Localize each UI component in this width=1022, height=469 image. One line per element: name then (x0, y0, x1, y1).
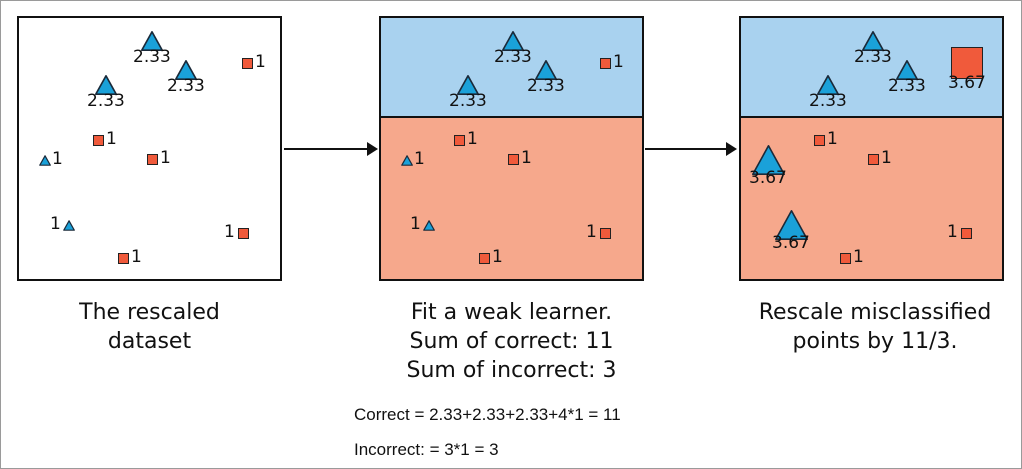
weight-label: 2.33 (87, 91, 125, 111)
square-icon (960, 227, 972, 239)
weight-label: 1 (492, 247, 503, 267)
caption-panel2: Fit a weak learner. Sum of correct: 11 S… (379, 298, 644, 385)
weight-label: 2.33 (133, 47, 171, 67)
correct-calculation: Correct = 2.33+2.33+2.33+4*1 = 11 (354, 405, 621, 424)
triangle-icon (39, 154, 51, 166)
square-icon (599, 57, 611, 69)
arrow-right (284, 142, 378, 156)
triangle-icon (457, 75, 480, 96)
weight-label: 1 (224, 222, 235, 242)
triangle-icon (401, 154, 413, 166)
weight-label: 1 (521, 148, 532, 168)
weight-label: 3.67 (948, 73, 986, 93)
square-icon (453, 134, 465, 146)
caption-line: The rescaled (79, 300, 220, 325)
triangle-icon (63, 219, 75, 231)
square-icon (813, 134, 825, 146)
caption-line: points by 11/3. (792, 329, 958, 354)
triangle-icon (751, 145, 785, 176)
caption-line: Sum of correct: 11 (409, 329, 614, 354)
triangle-icon (141, 31, 164, 52)
weight-label: 3.67 (772, 233, 810, 253)
caption-line: Rescale misclassified (758, 300, 992, 325)
square-icon (951, 47, 983, 79)
weight-label: 1 (131, 247, 142, 267)
caption-line: Sum of incorrect: 3 (406, 358, 617, 383)
arrow-right (645, 142, 737, 156)
panel-rescaled-dataset: 2.33 2.33 2.33 1 1 1 1 1 1 1 (17, 16, 282, 281)
weight-label: 1 (50, 214, 61, 234)
incorrect-calculation: Incorrect: = 3*1 = 3 (354, 440, 499, 459)
weight-label: 2.33 (449, 91, 487, 111)
weight-label: 1 (467, 129, 478, 149)
weight-label: 1 (106, 129, 117, 149)
triangle-icon (774, 210, 808, 241)
weight-label: 1 (881, 148, 892, 168)
triangle-icon (896, 60, 919, 81)
weight-label: 1 (255, 52, 266, 72)
red-region (381, 118, 642, 279)
weight-label: 1 (827, 129, 838, 149)
triangle-icon (502, 31, 525, 52)
weight-label: 2.33 (494, 47, 532, 67)
square-icon (599, 227, 611, 239)
weight-label: 1 (52, 149, 63, 169)
weight-label: 1 (586, 222, 597, 242)
caption-line: Fit a weak learner. (410, 300, 613, 325)
caption-panel3: Rescale misclassified points by 11/3. (735, 298, 1015, 356)
weight-label: 1 (853, 247, 864, 267)
panel-weak-learner: 2.33 2.33 2.33 1 1 1 1 1 1 1 (379, 16, 644, 281)
weight-label: 2.33 (854, 47, 892, 67)
caption-line: dataset (107, 329, 192, 354)
square-icon (507, 153, 519, 165)
weight-label: 1 (947, 222, 958, 242)
weight-label: 1 (613, 52, 624, 72)
weight-label: 1 (160, 148, 171, 168)
triangle-icon (862, 31, 885, 52)
triangle-icon (175, 60, 198, 81)
weight-label: 3.67 (749, 168, 787, 188)
square-icon (478, 252, 490, 264)
triangle-icon (95, 75, 118, 96)
weight-label: 2.33 (527, 76, 565, 96)
panel-rescaled-misclassified: 2.33 2.33 2.33 3.67 1 3.67 1 3.67 1 1 (739, 16, 1004, 281)
square-icon (241, 57, 253, 69)
caption-panel1: The rescaled dataset (17, 298, 282, 356)
weight-label: 2.33 (167, 76, 205, 96)
square-icon (839, 252, 851, 264)
triangle-icon (535, 60, 558, 81)
triangle-icon (423, 219, 435, 231)
square-icon (146, 153, 158, 165)
square-icon (237, 227, 249, 239)
weight-label: 2.33 (809, 91, 847, 111)
red-region (741, 118, 1002, 279)
square-icon (867, 153, 879, 165)
weight-label: 1 (414, 149, 425, 169)
triangle-icon (817, 75, 840, 96)
weight-label: 1 (410, 214, 421, 234)
square-icon (92, 134, 104, 146)
weight-label: 2.33 (888, 76, 926, 96)
square-icon (117, 252, 129, 264)
